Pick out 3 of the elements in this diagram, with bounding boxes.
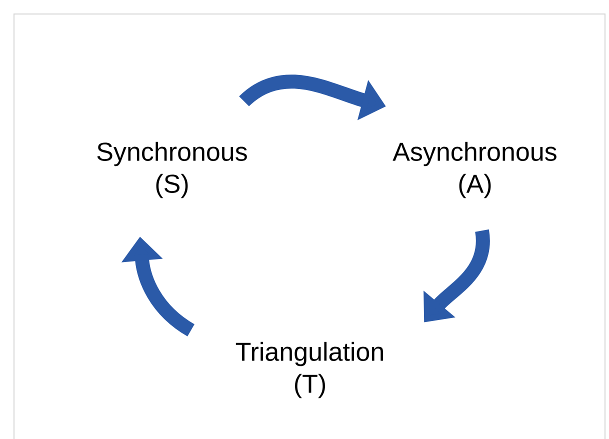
cycle-label: Asynchronous (A) [392,142,556,198]
cycle-label: Triangulation (T) [236,342,383,398]
cycle-label: Synchronous (S) [97,142,247,198]
